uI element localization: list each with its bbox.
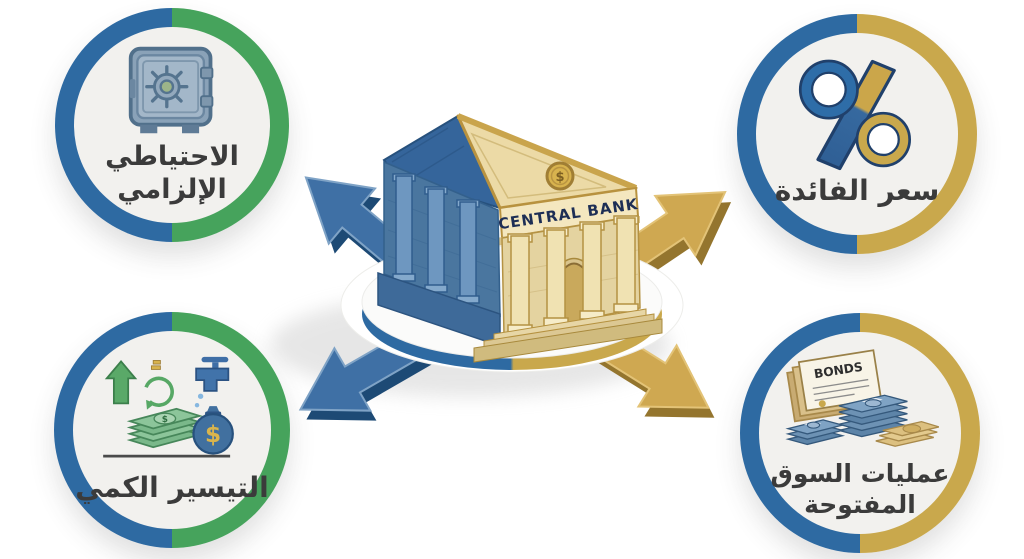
gold-banknotes [875,420,939,447]
safe-hinge-bottom [199,95,213,108]
safe-hinge-top [199,66,213,80]
label-line2: المفتوحة [804,489,916,519]
node-interest-rate: سعر الفائدة [737,14,977,254]
label-line1: الاحتياطي [105,141,239,173]
label-line2: الإلزامي [117,174,227,205]
node-quantitative-easing-label: التيسير الكمي [75,471,269,505]
growth-arrow [104,360,138,405]
bill-dollar-text: $ [162,416,168,426]
bond-certificates: BONDS [786,349,883,423]
node-interest-rate-body: سعر الفائدة [756,33,958,235]
money-faucet-icon: $ $ [103,357,234,458]
cycle-arrow [144,377,174,408]
node-open-market-operations-label: عمليات السوق المفتوحة [771,459,950,520]
cash-stack: $ [126,408,203,449]
bonds-cash-icon: BONDS [785,349,939,447]
node-quantitative-easing: $ $ التيسير الكمي [54,312,290,548]
node-open-market-operations: BONDS [740,313,980,553]
medallion-dollar-text: $ [555,170,564,185]
percent-icon [798,60,912,171]
blue-cash-stack-large [838,394,908,438]
node-required-reserve-label: الاحتياطي الإلزامي [105,141,239,207]
dollar-medallion: $ [545,161,575,191]
safe-icon [128,46,213,134]
central-bank-building: $ CENTRAL BANK [377,113,663,363]
faucet [194,357,230,408]
node-quantitative-easing-body: $ $ التيسير الكمي [73,331,271,529]
building-left-wall [383,160,501,318]
node-open-market-operations-body: BONDS [759,332,961,534]
blue-cash-stack-small [785,419,846,446]
bag-dollar-text: $ [205,421,221,448]
money-bag: $ [192,406,234,456]
building-steps [377,271,663,363]
label-line1: عمليات السوق [770,459,950,488]
node-interest-rate-label: سعر الفائدة [774,174,940,208]
node-required-reserve: الاحتياطي الإلزامي [55,8,289,242]
node-required-reserve-body: الاحتياطي الإلزامي [74,27,270,223]
